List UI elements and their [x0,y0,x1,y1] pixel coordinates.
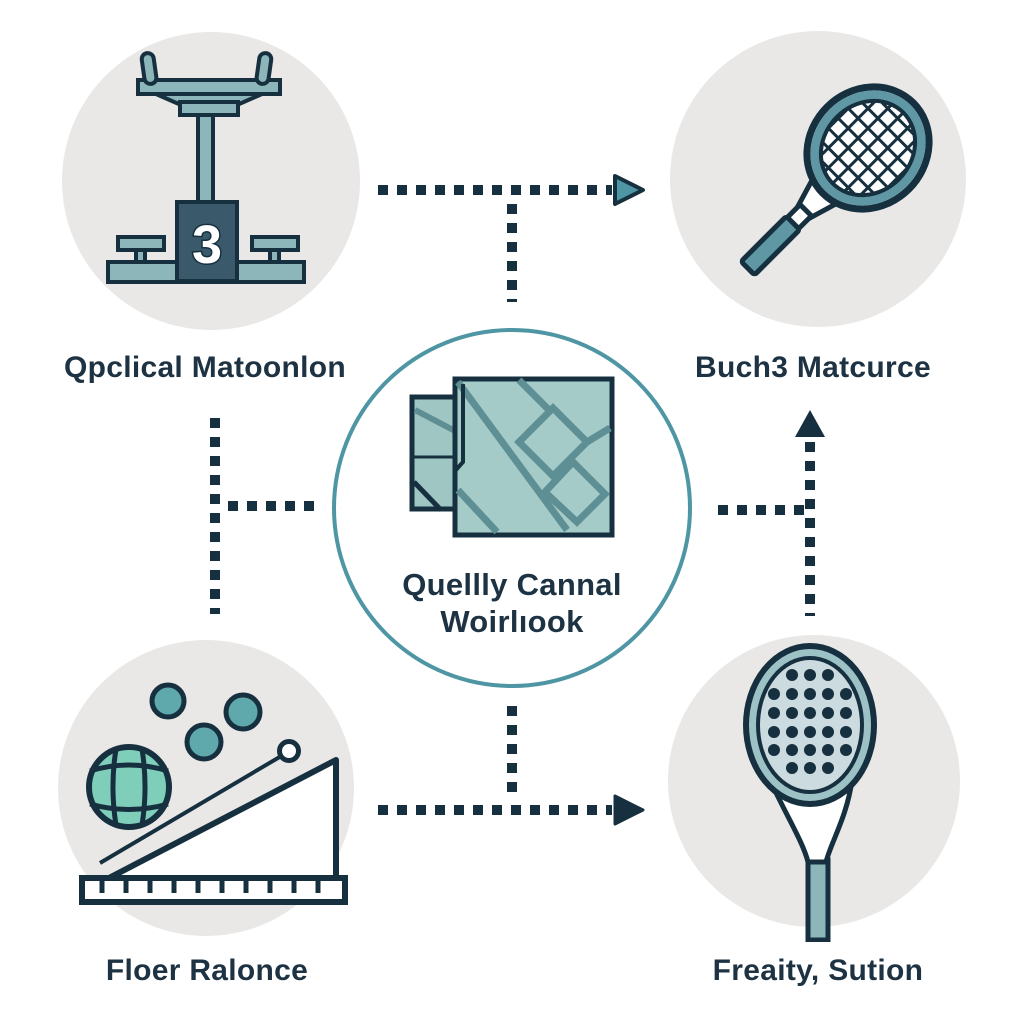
arrowhead-right-dark [613,794,645,826]
dotted-connector-bottom-branch [507,706,517,800]
label-bottom-left: Floer Ralonce [105,954,309,987]
balls-ramp-ruler-icon [79,682,348,905]
arrowhead-right-teal [613,174,645,206]
arrowhead-up-dark [795,410,825,437]
dotted-connector-left-vertical [210,418,220,614]
dotted-connector-bottom [378,805,612,815]
podium-stand-icon: 3 [106,51,306,284]
label-center-line2: Woirlıook [440,604,584,640]
podium-number: 3 [192,215,222,275]
padel-racket-icon [743,643,877,942]
label-center-line1: Quellly Cannal [402,567,622,602]
map-icon [409,376,615,538]
dotted-connector-top-branch [507,204,517,302]
label-center: Quellly Cannal Woirlıook [330,566,694,640]
tennis-racket-icon [739,81,935,277]
dotted-connector-top [378,185,612,195]
dotted-connector-right-branch [718,505,806,515]
label-top-left: Qpclical Matoonlon [63,351,347,384]
label-top-right: Buch3 Matcurce [695,351,931,384]
label-bottom-right: Freaity, Sution [712,954,924,987]
dotted-connector-left-branch [228,501,322,511]
dotted-connector-right-vertical [805,442,815,616]
